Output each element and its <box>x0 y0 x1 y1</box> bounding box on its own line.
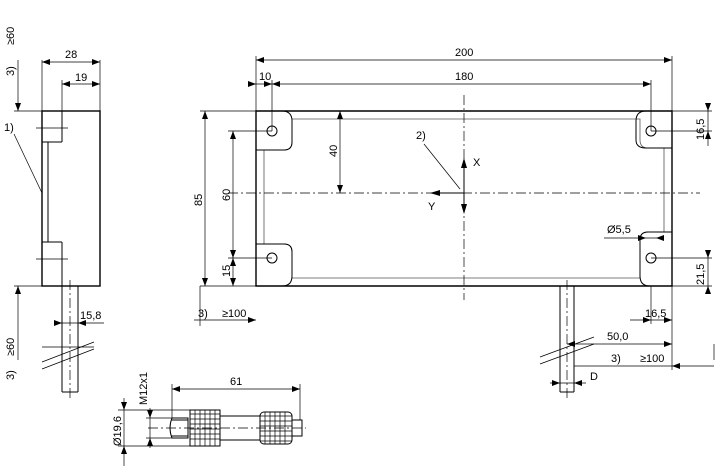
front-dim-60: 60 <box>221 189 233 201</box>
front-dim-16-5-top: 16,5 <box>695 119 707 140</box>
connector-dim-61: 61 <box>230 376 242 388</box>
connector-view: 61 M12x1 Ø19,6 <box>112 372 306 466</box>
side-dim-19: 19 <box>75 72 87 84</box>
front-dim-40: 40 <box>328 145 340 157</box>
side-ref-3-top: 3) <box>5 66 17 76</box>
front-dim-hole: Ø5,5 <box>607 224 631 236</box>
front-ref-3-left: 3) <box>198 308 208 320</box>
front-view: X Y 2) 200 10 180 16,5 40 <box>193 47 715 400</box>
side-view: 3) ≥60 28 19 1) 3) ≥60 15,8 <box>4 27 104 400</box>
front-dim-d: D <box>590 371 598 383</box>
front-dim-50: 50,0 <box>607 331 628 343</box>
front-dim-10: 10 <box>259 71 271 83</box>
front-ref-3-right: 3) <box>611 353 621 365</box>
side-dim-15-8: 15,8 <box>80 310 101 322</box>
lug-top-right <box>635 110 672 149</box>
front-dim-180: 180 <box>455 71 473 83</box>
front-ref-2: 2) <box>416 130 426 142</box>
connector-grip <box>259 411 293 445</box>
side-ref-3-bottom: 3) <box>5 370 17 380</box>
connector-dim-19-6: Ø19,6 <box>112 416 124 446</box>
connector-nose <box>169 417 189 439</box>
connector-dim-m12: M12x1 <box>138 372 150 405</box>
side-dim-ge60-top: ≥60 <box>5 27 17 45</box>
front-dim-85: 85 <box>193 194 205 206</box>
side-dim-ge60-bottom: ≥60 <box>5 338 17 356</box>
lug-top-left <box>256 110 293 151</box>
front-dim-21-5: 21,5 <box>695 264 707 285</box>
front-dim-ge100-left: ≥100 <box>222 308 246 320</box>
front-dim-15: 15 <box>221 265 233 277</box>
front-dim-200: 200 <box>455 47 473 59</box>
front-dim-16-5-bottom: 16,5 <box>645 308 666 320</box>
front-dim-ge100-right: ≥100 <box>640 353 664 365</box>
axis-y-label: Y <box>428 201 436 213</box>
lug-bottom-left <box>256 243 293 287</box>
lug-bottom-right <box>639 231 672 287</box>
axis-x-label: X <box>473 157 481 169</box>
side-body-outline <box>41 110 101 287</box>
side-ref-1: 1) <box>4 122 14 134</box>
side-dim-28: 28 <box>65 49 77 61</box>
